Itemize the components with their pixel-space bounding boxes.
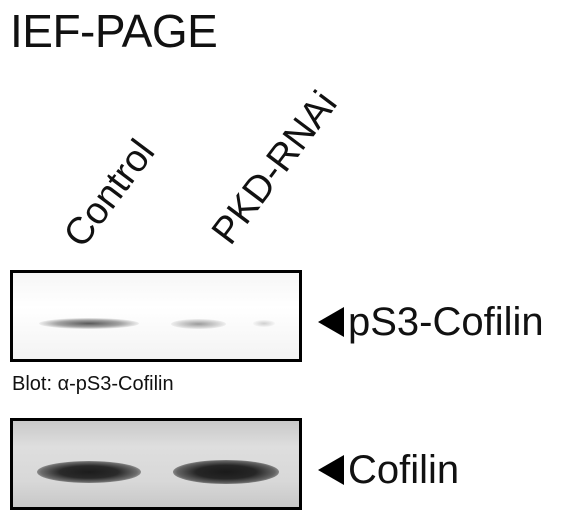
band-pkd-ps3-faint [253,320,275,327]
triangle-left-icon [318,307,344,337]
band-control-cofilin [37,461,141,483]
lane-label-pkd-rnai: PKD-RNAi [204,83,346,253]
marker-label-cofilin: Cofilin [348,448,460,492]
blot-panel-cofilin [10,418,302,510]
band-pkd-cofilin [173,460,279,484]
band-control-ps3 [39,318,139,329]
lane-label-control: Control [56,132,164,256]
marker-label-ps3-cofilin: pS3-Cofilin [348,300,544,344]
triangle-left-icon [318,455,344,485]
blot-caption: Blot: α-pS3-Cofilin [12,373,174,395]
marker-ps3-cofilin: pS3-Cofilin [318,302,544,342]
blot-panel-ps3-cofilin [10,270,302,362]
figure-title: IEF-PAGE [10,5,218,57]
marker-cofilin: Cofilin [318,450,459,490]
band-pkd-ps3 [171,319,226,329]
